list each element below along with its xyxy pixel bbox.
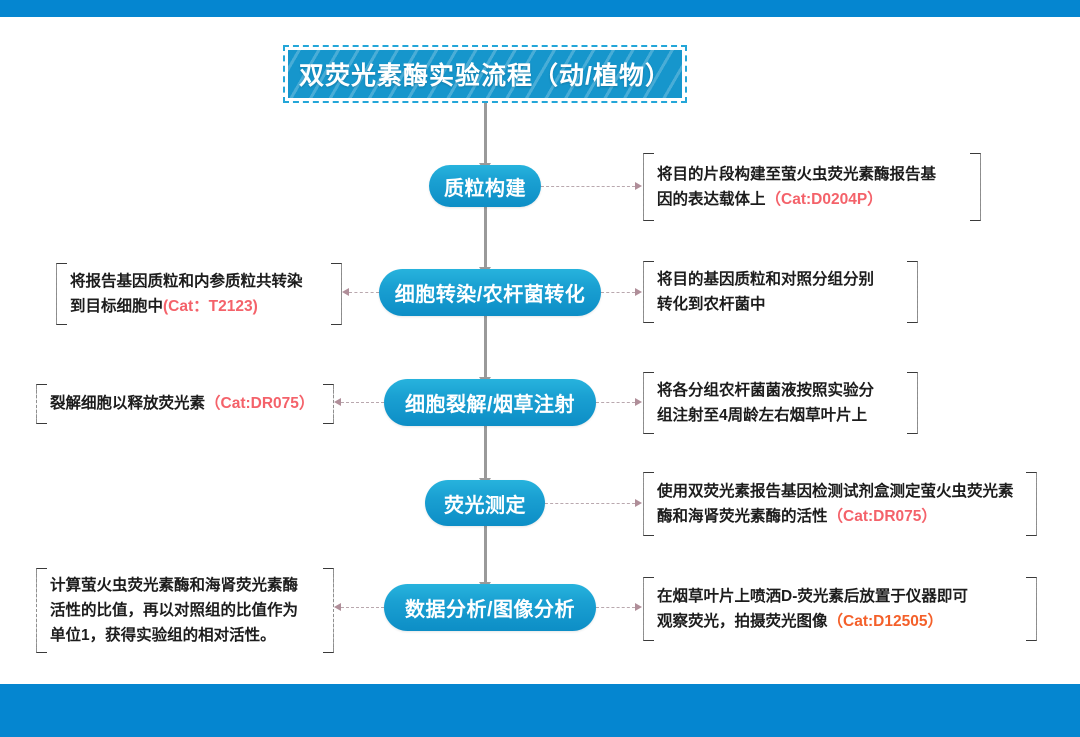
spine-segment-step2-to-step3 [484,316,487,379]
decorative-top-band [0,0,1080,17]
note-line-2: 组注射至4周龄左右烟草叶片上 [657,407,868,424]
note-box-step-2-right-text: 将目的基因质粒和对照分组分别 转化到农杆菌中 [657,267,874,317]
bracket-dash-left [643,263,644,321]
connector-step3-to-note-left [341,402,384,403]
flow-node-step-5-label-right: /图像分析 [486,599,576,621]
connector-arrowhead-step2-left [342,288,349,296]
note-box-step-4-right: 使用双荧光素报告基因检测试剂盒测定萤火虫荧光素 酶和海肾荧光素酶的活性（Cat:… [643,472,1037,536]
note-catalog-number: （Cat:D12505） [827,613,943,630]
note-box-step-5-left: 计算萤火虫荧光素酶和海肾荧光素酶 活性的比值，再以对照组的比值作为 单位1，获得… [36,568,334,653]
flow-node-step-3-label-right: /烟草注射 [486,394,576,416]
bracket-dash-right [333,570,334,651]
connector-step2-to-note-right [601,292,635,293]
note-line-3: 单位1，获得实验组的相对活性。 [50,627,276,645]
note-box-step-3-left-text: 裂解细胞以释放荧光素（Cat:DR075） [50,391,314,416]
flow-node-step-5-label-left: 数据分析 [404,599,487,621]
connector-step2-to-note-left [349,292,379,293]
diagram-title-stripes: 双荧光素酶实验流程（动/植物） [288,50,682,98]
note-box-step-4-right-text: 使用双荧光素报告基因检测试剂盒测定萤火虫荧光素 酶和海肾荧光素酶的活性（Cat:… [657,479,1014,529]
note-catalog-number: （Cat:DR075） [205,395,315,413]
note-catalog-number: (Cat：T2123) [163,298,258,315]
note-line-1: 在烟草叶片上喷洒D-荧光素后放置于仪器即可 [657,587,968,605]
note-line-2: 活性的比值，再以对照组的比值作为 [50,601,299,619]
connector-arrowhead-step3-left [334,398,341,406]
connector-arrowhead-step5-left [334,603,341,611]
note-line-2: 酶和海肾荧光素酶的活性 [657,508,828,525]
note-line-2: 因的表达载体上 [657,191,766,208]
note-box-step-2-left-text: 将报告基因质粒和内参质粒共转染 到目标细胞中(Cat：T2123) [70,269,303,319]
bracket-dash-left [643,579,644,639]
connector-step5-to-note-left [341,607,384,608]
note-line-1: 计算萤火虫荧光素酶和海肾荧光素酶 [50,576,299,594]
diagram-title-banner: 双荧光素酶实验流程（动/植物） [283,45,687,103]
bracket-dash-right [917,263,918,321]
bracket-dash-right [333,386,334,422]
bracket-dash-right [1036,474,1037,534]
bracket-dash-right [341,265,342,323]
flow-node-step-2[interactable]: 细胞转染/农杆菌转化 [379,269,601,316]
connector-step3-to-note-right [596,402,635,403]
spine-segment-title-to-step1 [484,103,487,165]
bracket-dash-left [643,155,644,219]
connector-step5-to-note-right [596,607,635,608]
note-box-step-5-right-text: 在烟草叶片上喷洒D-荧光素后放置于仪器即可 观察荧光，拍摄荧光图像（Cat:D1… [657,584,968,634]
flow-node-step-3-label-left: 细胞裂解 [404,394,487,416]
note-box-step-3-right-text: 将各分组农杆菌菌液按照实验分 组注射至4周龄左右烟草叶片上 [657,378,874,428]
connector-arrowhead-step1-right [635,182,642,190]
flow-node-step-5[interactable]: 数据分析/图像分析 [384,584,596,631]
note-line-1: 将目的基因质粒和对照分组分别 [657,270,875,288]
note-box-step-5-right: 在烟草叶片上喷洒D-荧光素后放置于仪器即可 观察荧光，拍摄荧光图像（Cat:D1… [643,577,1037,641]
spine-segment-step3-to-step4 [484,426,487,480]
flow-node-step-1-label: 质粒构建 [444,177,526,200]
note-box-step-2-right: 将目的基因质粒和对照分组分别 转化到农杆菌中 [643,261,918,323]
bracket-dash-left [643,474,644,534]
note-line-1: 将目的片段构建至萤火虫荧光素酶报告基 [657,165,937,183]
decorative-bottom-band [0,684,1080,737]
connector-arrowhead-step4-right [635,499,642,507]
flow-node-step-1[interactable]: 质粒构建 [429,165,541,207]
note-box-step-2-left: 将报告基因质粒和内参质粒共转染 到目标细胞中(Cat：T2123) [56,263,342,325]
flow-node-step-3[interactable]: 细胞裂解/烟草注射 [384,379,596,426]
connector-step4-to-note-right [545,503,635,504]
note-line-1: 将各分组农杆菌菌液按照实验分 [657,381,875,399]
bracket-dash-right [1036,579,1037,639]
spine-segment-step1-to-step2 [484,207,487,269]
connector-arrowhead-step5-right [635,603,642,611]
spine-segment-step4-to-step5 [484,526,487,584]
note-line-2: 观察荧光，拍摄荧光图像 [657,613,828,630]
bracket-dash-left [36,570,37,651]
note-line-2: 到目标细胞中 [70,298,164,315]
note-line-1: 将报告基因质粒和内参质粒共转染 [70,272,303,290]
bracket-dash-left [643,374,644,432]
note-catalog-number: （Cat:DR075） [827,508,937,525]
bracket-dash-left [56,265,57,323]
note-line-2: 转化到农杆菌中 [657,296,766,313]
bracket-dash-right [917,374,918,432]
connector-arrowhead-step3-right [635,398,642,406]
note-line-1: 裂解细胞以释放荧光素 [50,395,206,413]
flow-node-step-2-label-left: 细胞转染 [394,284,477,306]
note-box-step-3-left: 裂解细胞以释放荧光素（Cat:DR075） [36,384,334,424]
bracket-dash-left [36,386,37,422]
note-box-step-5-left-text: 计算萤火虫荧光素酶和海肾荧光素酶 活性的比值，再以对照组的比值作为 单位1，获得… [50,573,298,648]
flow-node-step-2-label-right: /农杆菌转化 [476,284,586,306]
note-catalog-number: （Cat:D0204P） [765,191,883,208]
connector-step1-to-note-right [541,186,635,187]
flow-node-step-4-label: 荧光测定 [444,494,526,517]
note-line-1: 使用双荧光素报告基因检测试剂盒测定萤火虫荧光素 [657,482,1014,500]
note-box-step-1-right: 将目的片段构建至萤火虫荧光素酶报告基 因的表达载体上（Cat:D0204P） [643,153,981,221]
note-box-step-3-right: 将各分组农杆菌菌液按照实验分 组注射至4周龄左右烟草叶片上 [643,372,918,434]
connector-arrowhead-step2-right [635,288,642,296]
flow-node-step-4[interactable]: 荧光测定 [425,480,545,526]
note-box-step-1-right-text: 将目的片段构建至萤火虫荧光素酶报告基 因的表达载体上（Cat:D0204P） [657,162,936,212]
diagram-title-text: 双荧光素酶实验流程（动/植物） [299,62,671,90]
bracket-dash-right [980,155,981,219]
